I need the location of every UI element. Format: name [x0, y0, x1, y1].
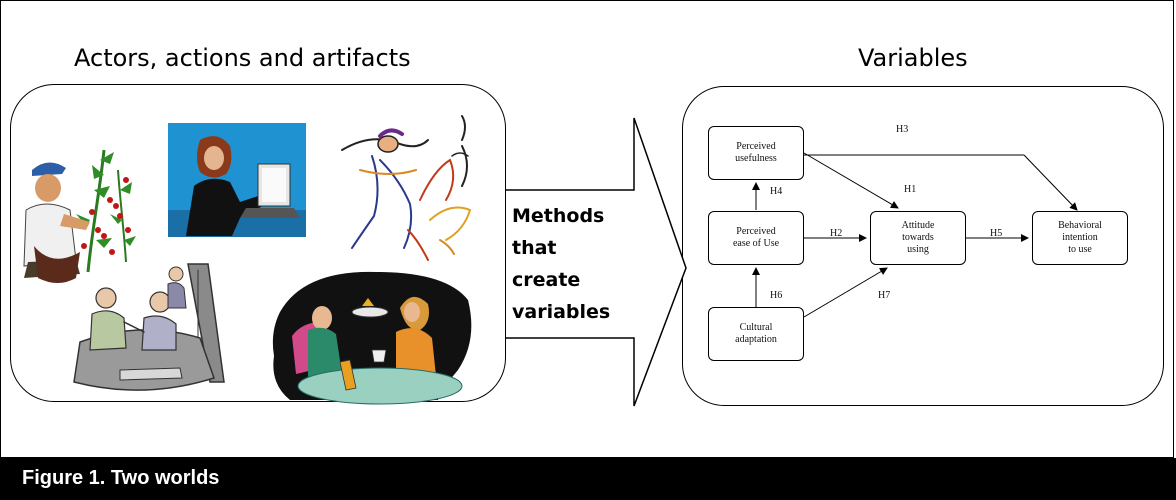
node-line: Perceived [736, 226, 776, 237]
edge-h3-down [1023, 154, 1078, 211]
methods-line: variables [512, 301, 611, 323]
node-line: using [907, 244, 929, 255]
methods-line: create [512, 269, 581, 291]
node-line: Cultural [739, 322, 773, 333]
actors-heading: Actors, actions and artifacts [74, 44, 411, 72]
hypothesis-label: H2 [830, 228, 843, 239]
node-line: to use [1068, 244, 1092, 255]
node-line: Attitude [901, 220, 935, 231]
hypothesis-label: H4 [770, 186, 783, 197]
node-line: Behavioral [1058, 220, 1102, 231]
node-line: intention [1062, 232, 1098, 243]
hypothesis-label: H6 [770, 290, 783, 301]
methods-label: Methods that create variables [512, 200, 610, 328]
office-workers-clipart [73, 263, 225, 391]
node-line: ease of Use [732, 238, 780, 249]
baseball-pitcher-clipart [341, 115, 472, 261]
figure-frame [0, 0, 1174, 458]
figure-caption: Figure 1. Two worlds [22, 467, 220, 489]
methods-line: Methods [512, 205, 605, 227]
hypothesis-label: H3 [896, 124, 909, 135]
model-edges [752, 152, 1078, 318]
node-line: usefulness [735, 153, 777, 164]
edge-h7 [803, 267, 888, 318]
process-arrow [506, 117, 687, 407]
hypothesis-label: H5 [990, 228, 1003, 239]
node-line: towards [902, 232, 934, 243]
hypothesis-label: H1 [904, 184, 917, 195]
diners-at-table-clipart [272, 271, 472, 405]
woman-at-laptop-clipart [168, 123, 306, 237]
edge-h1 [803, 152, 899, 209]
hypothesis-label: H7 [878, 290, 891, 301]
node-line: adaptation [735, 334, 777, 345]
farmer-picking-berries-clipart [23, 149, 136, 283]
variables-heading: Variables [858, 44, 968, 72]
node-line: Perceived [736, 141, 776, 152]
caption-bar: Figure 1. Two worlds [0, 458, 1176, 500]
methods-line: that [512, 237, 557, 259]
